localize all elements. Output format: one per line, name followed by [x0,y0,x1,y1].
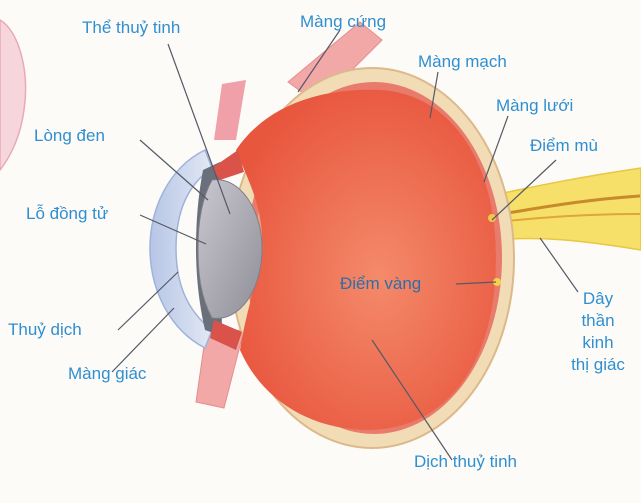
vitreous-body [236,90,496,430]
label-iris: Lòng đen [34,126,105,146]
label-sclera: Màng cứng [300,12,386,32]
label-optic-nerve-line-2: thần [556,310,640,332]
label-optic-nerve-line-1: Dây [556,288,640,310]
leader-optic-nerve [540,238,578,292]
label-optic-nerve: Dây thần kinh thị giác [556,288,640,376]
label-blind-spot: Điểm mù [530,136,598,156]
label-retina: Màng lưới [496,96,573,116]
adjacent-structure [0,20,26,170]
small-upper-muscle [214,80,246,140]
label-cornea: Màng giác [68,364,146,384]
label-aqueous-humor: Thuỷ dịch [8,320,82,340]
label-optic-nerve-line-3: kinh [556,332,640,354]
label-choroid: Màng mạch [418,52,507,72]
leader-cornea [112,308,174,372]
label-optic-nerve-line-4: thị giác [556,354,640,376]
label-macula: Điểm vàng [340,274,421,294]
label-lens: Thể thuỷ tinh [82,18,180,38]
label-pupil: Lỗ đồng tử [26,204,108,224]
label-vitreous-humor: Dịch thuỷ tinh [414,452,517,472]
